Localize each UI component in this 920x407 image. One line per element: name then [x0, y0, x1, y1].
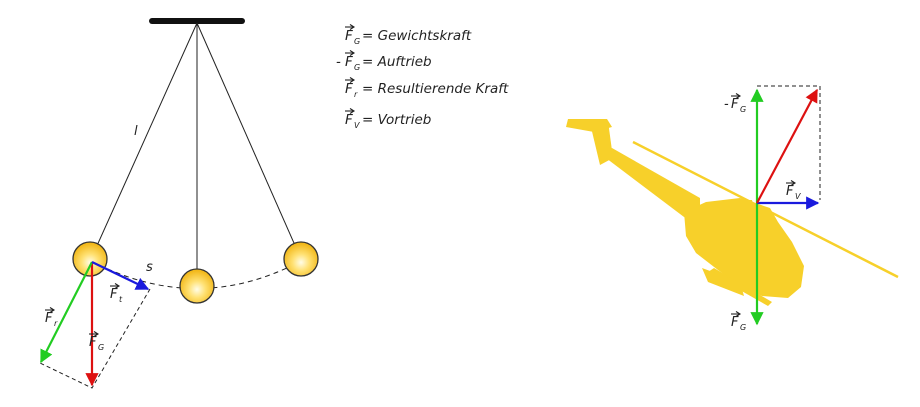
svg-text:F: F — [345, 28, 353, 44]
legend-item-resultant: F r = Resultierende Kraft — [344, 76, 509, 99]
pendulum-label-resultant: F r — [44, 306, 58, 328]
helicopter-force-resultant-arrow — [756, 88, 818, 204]
legend-item-thrust: F V = Vortrieb — [344, 107, 431, 130]
helicopter-tail-boom — [598, 148, 700, 220]
pendulum-bob-right — [283, 241, 319, 277]
svg-text:G: G — [740, 105, 746, 114]
pendulum-bob-left — [72, 241, 108, 277]
helicopter-group: - F G F V F G — [566, 85, 899, 332]
pendulum-force-parallelogram — [39, 288, 151, 389]
helicopter-label-thrust: F V — [785, 179, 801, 201]
svg-text:= Resultierende Kraft: = Resultierende Kraft — [362, 81, 509, 97]
svg-text:-: - — [336, 54, 341, 70]
helicopter-force-parallelogram — [757, 85, 821, 200]
svg-text:F: F — [89, 335, 97, 350]
helicopter-label-gravity: F G — [730, 310, 746, 332]
pendulum-force-resultant-arrow — [40, 261, 93, 364]
pendulum-label-gravity: F G — [88, 330, 104, 352]
pendulum-string-right — [196, 22, 302, 260]
svg-text:F: F — [345, 81, 353, 97]
svg-text:r: r — [354, 90, 358, 99]
svg-text:G: G — [354, 63, 360, 72]
pendulum-label-tangential: F t — [109, 282, 123, 304]
svg-text:G: G — [98, 343, 104, 352]
helicopter-rotor-mast — [742, 200, 754, 210]
pendulum-bob-center — [179, 268, 215, 304]
legend-item-weight: F G = Gewichtskraft — [344, 23, 472, 46]
svg-text:F: F — [731, 97, 739, 112]
pendulum-length-label: l — [134, 124, 138, 139]
svg-text:= Vortrieb: = Vortrieb — [362, 112, 431, 128]
svg-text:= Gewichtskraft: = Gewichtskraft — [362, 28, 472, 44]
svg-text:= Auftrieb: = Auftrieb — [362, 54, 432, 70]
svg-text:F: F — [45, 311, 53, 326]
helicopter-skid-rear — [702, 268, 744, 296]
helicopter-fuselage — [684, 198, 804, 298]
svg-text:F: F — [345, 112, 353, 128]
svg-text:r: r — [54, 319, 58, 328]
svg-text:F: F — [345, 54, 353, 70]
svg-text:G: G — [740, 323, 746, 332]
svg-text:F: F — [786, 184, 794, 199]
legend-item-lift: - F G = Auftrieb — [336, 49, 432, 72]
svg-text:V: V — [795, 192, 801, 201]
svg-text:G: G — [354, 37, 360, 46]
pendulum-arc-label: s — [146, 260, 153, 275]
svg-text:t: t — [119, 295, 123, 304]
legend: F G = Gewichtskraft - F G = Auftrieb F r… — [336, 23, 509, 130]
helicopter-label-lift: - F G — [724, 92, 746, 114]
svg-text:V: V — [354, 121, 360, 130]
svg-text:-: - — [724, 97, 729, 112]
svg-text:F: F — [110, 287, 118, 302]
pendulum-group: l s F r F G F t — [39, 18, 319, 389]
pendulum-force-tangential-arrow — [91, 261, 150, 290]
pendulum-string-left — [90, 22, 198, 260]
svg-text:F: F — [731, 315, 739, 330]
